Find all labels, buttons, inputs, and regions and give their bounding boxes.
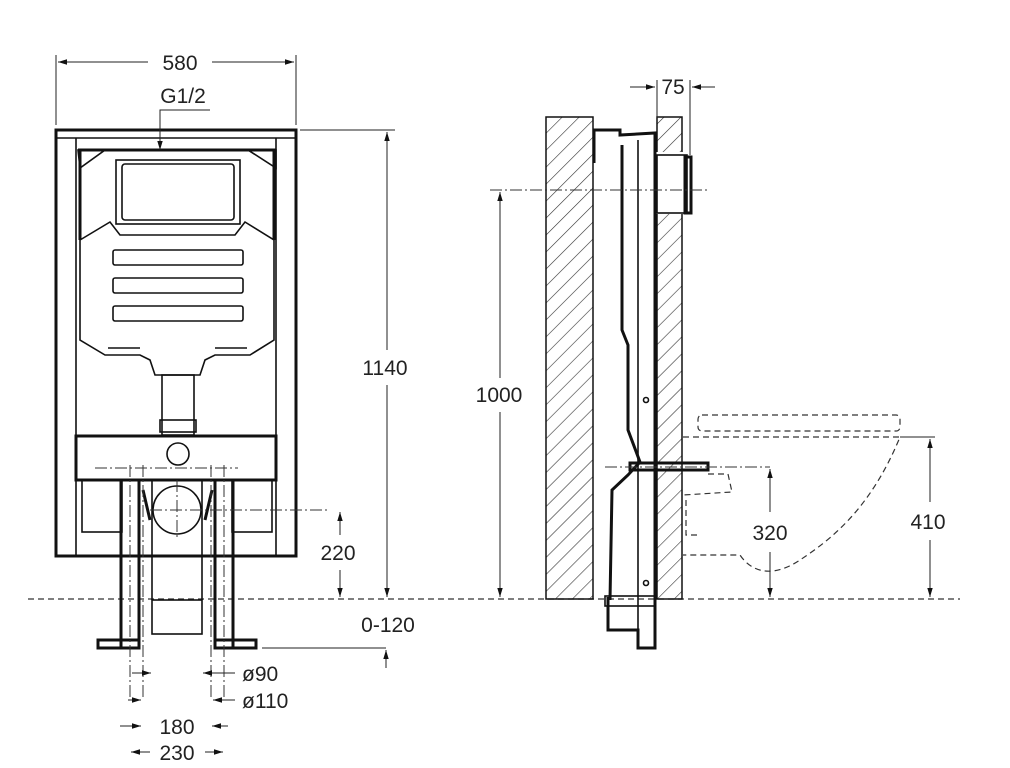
side-view bbox=[490, 116, 901, 650]
water-inlet-connector bbox=[656, 154, 688, 214]
depth-label: 75 bbox=[661, 76, 684, 99]
toilet-outline bbox=[682, 414, 901, 572]
dimension-410: 410 bbox=[900, 436, 946, 597]
dimension-1000: 1000 bbox=[476, 192, 523, 597]
flush-plate-opening bbox=[115, 159, 241, 225]
pipe-small-label: ø90 bbox=[242, 663, 278, 686]
dimension-pipes: ø90 ø110 180 230 bbox=[120, 663, 288, 765]
dimension-320: 320 bbox=[752, 469, 788, 597]
dimension-75: 75 bbox=[630, 76, 715, 155]
bracket-height-label: 320 bbox=[752, 522, 787, 545]
inlet-height-label: 1000 bbox=[476, 384, 523, 407]
pipe-large-label: ø110 bbox=[242, 690, 288, 713]
cistern-tank bbox=[77, 149, 277, 170]
front-view-frame bbox=[54, 128, 330, 700]
dimension-220: 220 bbox=[320, 512, 356, 597]
bolt-inner-label: 180 bbox=[159, 716, 194, 739]
outlet-height-label: 220 bbox=[320, 542, 355, 565]
adjust-label: 0-120 bbox=[361, 614, 415, 637]
inlet-label: G1/2 bbox=[160, 85, 206, 108]
seat-height-label: 410 bbox=[910, 511, 945, 534]
height-label: 1140 bbox=[362, 357, 407, 380]
width-label: 580 bbox=[162, 52, 197, 75]
wall-back bbox=[545, 116, 594, 600]
bolt-outer-label: 230 bbox=[159, 742, 194, 765]
dimension-inlet: G1/2 bbox=[157, 85, 210, 150]
dimension-580: 580 bbox=[55, 52, 297, 125]
dimension-0-120: 0-120 bbox=[262, 614, 415, 668]
dimension-1140: 1140 bbox=[300, 129, 408, 597]
